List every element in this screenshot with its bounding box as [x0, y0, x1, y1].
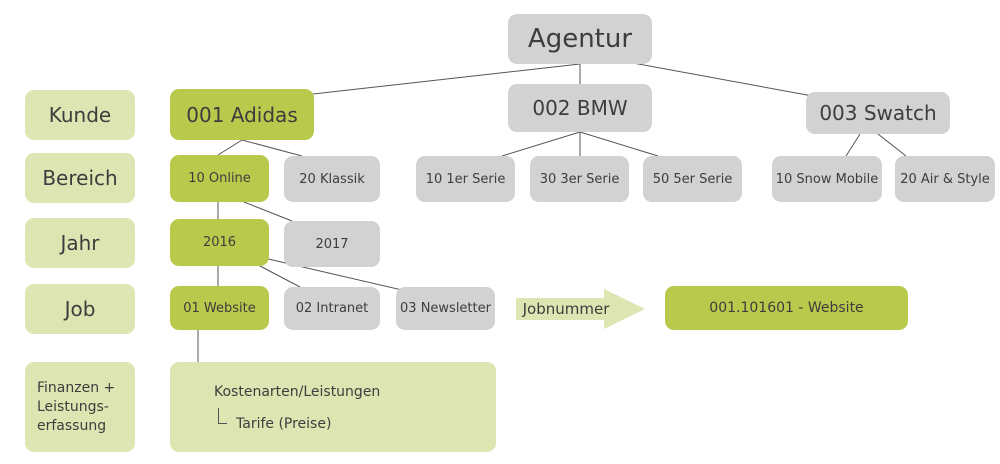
jobnummer-arrow-label: Jobnummer	[522, 300, 610, 318]
node-kunde-adidas[interactable]: 001 Adidas	[170, 89, 314, 140]
link-2016-intranet	[259, 265, 301, 288]
jobnummer-result[interactable]: 001.101601 - Website	[665, 286, 908, 330]
node-bereich-air-style[interactable]: 20 Air & Style	[895, 156, 995, 202]
finance-item-kostenarten: Kostenarten/Leistungen	[214, 384, 381, 400]
node-bereich-3er-serie[interactable]: 30 3er Serie	[530, 156, 629, 202]
node-job-intranet[interactable]: 02 Intranet	[284, 287, 380, 330]
node-kunde-swatch[interactable]: 003 Swatch	[806, 92, 950, 134]
level-label-job: Job	[25, 284, 135, 334]
link-bmw-1er	[501, 131, 581, 157]
node-kunde-bmw[interactable]: 002 BMW	[508, 84, 652, 132]
link-bmw-5er	[579, 131, 659, 157]
node-bereich-snow-mobile[interactable]: 10 Snow Mobile	[772, 156, 882, 202]
link-swatch-air	[877, 133, 907, 157]
level-label-finanzen: Finanzen + Leistungs- erfassung	[25, 362, 135, 452]
finanzen-line-3: erfassung	[37, 417, 107, 434]
finance-item-tarife: Tarife (Preise)	[236, 416, 332, 432]
node-bereich-klassik[interactable]: 20 Klassik	[284, 156, 380, 202]
finance-panel	[170, 362, 496, 452]
node-job-newsletter[interactable]: 03 Newsletter	[396, 287, 495, 330]
node-jahr-2016[interactable]: 2016	[170, 219, 269, 266]
link-adidas-klassik	[241, 139, 303, 157]
link-online-2017	[243, 201, 293, 222]
finance-indent-hook	[218, 408, 227, 424]
level-label-kunde: Kunde	[25, 90, 135, 140]
level-label-bereich: Bereich	[25, 153, 135, 203]
node-bereich-online[interactable]: 10 Online	[170, 155, 269, 202]
finanzen-line-2: Leistungs-	[37, 398, 109, 415]
finanzen-line-1: Finanzen +	[37, 379, 116, 396]
node-bereich-5er-serie[interactable]: 50 5er Serie	[643, 156, 742, 202]
node-job-website[interactable]: 01 Website	[170, 286, 269, 330]
level-label-jahr: Jahr	[25, 218, 135, 268]
node-jahr-2017[interactable]: 2017	[284, 221, 380, 267]
jobnummer-arrow-shape	[516, 289, 645, 329]
link-swatch-snow	[845, 133, 861, 157]
node-bereich-1er-serie[interactable]: 10 1er Serie	[416, 156, 515, 202]
node-agentur[interactable]: Agentur	[508, 14, 652, 64]
link-adidas-online	[217, 139, 243, 156]
